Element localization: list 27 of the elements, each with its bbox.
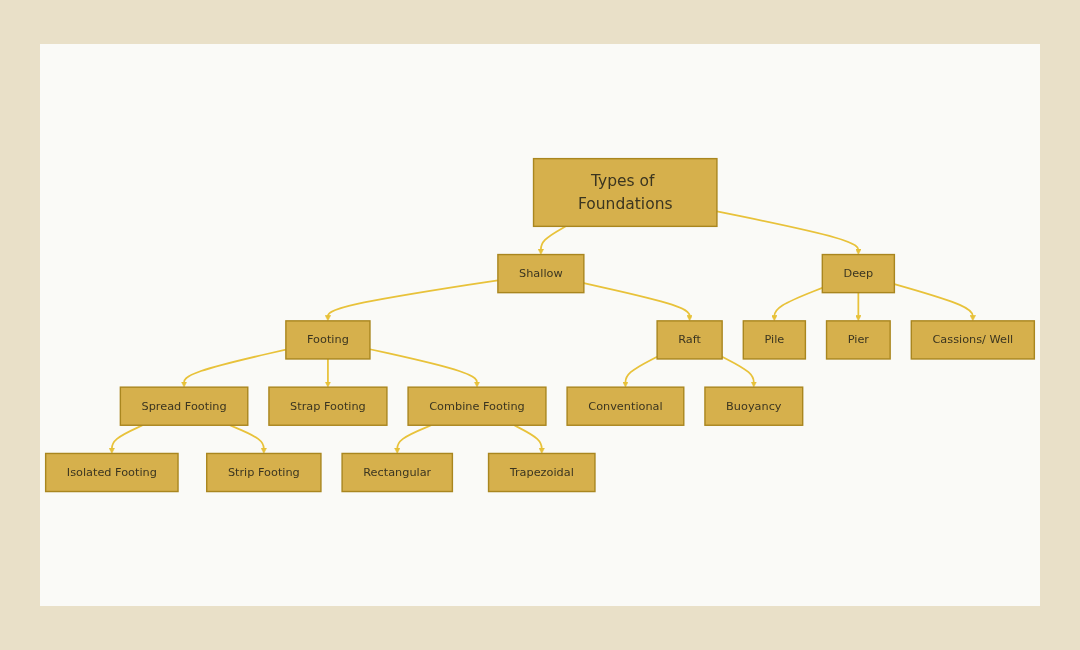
arrow [622,355,658,388]
arrow [229,424,267,454]
arrow [108,424,144,454]
node-box: Pier [825,320,891,360]
node-box: Pile [742,320,807,360]
node-box: Isolated Footing [44,452,179,493]
node-box: Trapezoidal [487,452,596,493]
node-box: Rectangular [341,452,454,493]
node-box: Strip Footing [206,452,322,493]
arrow [537,225,567,255]
node-box: Types of Foundations [532,157,718,227]
node-box: Combine Footing [407,386,547,426]
arrow [721,355,757,388]
arrow [369,348,481,388]
node-box: Spread Footing [119,386,249,426]
node-box: Buoyancy [704,386,804,426]
node-box: Cassions/ Well [910,320,1036,360]
node-box: Deep [821,253,896,294]
node-box: Raft [656,320,723,360]
node-box: Footing [285,320,371,360]
node-box: Strap Footing [268,386,388,426]
arrow [513,424,545,454]
node-box: Shallow [497,253,585,294]
node-box: Conventional [566,386,685,426]
arrow [716,210,862,255]
arrow [855,291,862,322]
arrow [324,357,332,388]
